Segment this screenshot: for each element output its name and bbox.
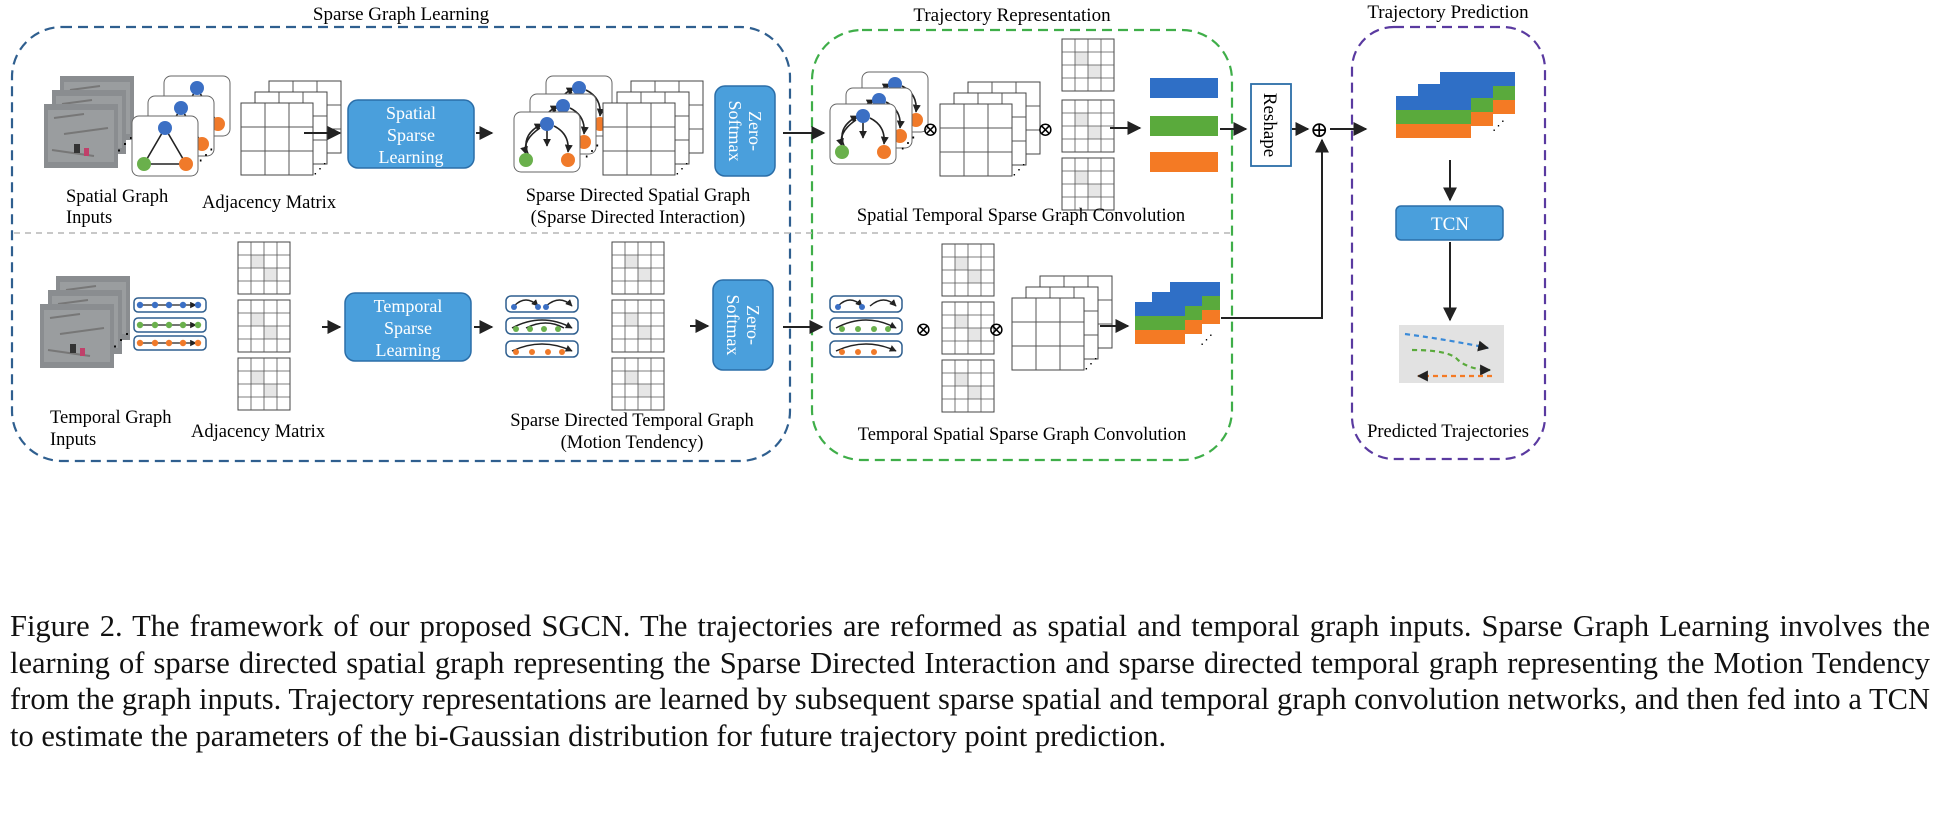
st-small-matrices bbox=[1061, 38, 1115, 211]
temporal-adjacency-matrices bbox=[237, 241, 291, 411]
ts-feature-stack: ⋰ bbox=[1135, 282, 1220, 347]
svg-text:Temporal: Temporal bbox=[374, 296, 443, 316]
temporal-graph-inputs-chains bbox=[133, 297, 207, 351]
svg-text:⋰: ⋰ bbox=[112, 330, 130, 350]
sparse-directed-temporal-matrices bbox=[611, 241, 665, 411]
merge-connector bbox=[1221, 138, 1329, 319]
prediction-feature-stack: ⋰ bbox=[1396, 72, 1515, 138]
otimes-2: ⊗ bbox=[1037, 119, 1054, 141]
svg-text:Sparse: Sparse bbox=[384, 318, 432, 338]
predicted-trajectories-plot bbox=[1399, 325, 1504, 383]
st-matrix: ⋰ bbox=[939, 81, 1041, 178]
sgl-title: Sparse Graph Learning bbox=[313, 4, 490, 25]
svg-text:⋰: ⋰ bbox=[116, 134, 134, 154]
svg-text:Learning: Learning bbox=[379, 147, 444, 167]
spatial-graph-inputs-label-2: Inputs bbox=[66, 208, 112, 228]
sparse-directed-temporal-label: Sparse Directed Temporal Graph bbox=[510, 411, 753, 431]
st-conv-label: Spatial Temporal Sparse Graph Convolutio… bbox=[857, 206, 1185, 226]
spatial-adjacency-matrix: ⋰ bbox=[240, 80, 342, 177]
trajectory-representation-region bbox=[810, 28, 1234, 462]
zero-softmax-block-bottom: Zero- Softmax bbox=[712, 279, 774, 371]
svg-text:⋰: ⋰ bbox=[584, 143, 600, 160]
otimes-4: ⊗ bbox=[988, 319, 1005, 341]
svg-text:⋰: ⋰ bbox=[1492, 118, 1505, 133]
st-directed-graph-cards: ⋰ bbox=[830, 72, 928, 164]
trajectory-prediction-region bbox=[1350, 25, 1547, 461]
sparse-graph-learning-region bbox=[10, 25, 792, 463]
sparse-directed-temporal-label-2: (Motion Tendency) bbox=[561, 433, 704, 453]
svg-text:Reshape: Reshape bbox=[1259, 93, 1280, 157]
st-feature-bars bbox=[1150, 78, 1218, 172]
sparse-directed-spatial-label-2: (Sparse Directed Interaction) bbox=[531, 208, 746, 228]
temporal-adjacency-label: Adjacency Matrix bbox=[191, 422, 326, 442]
spatial-graph-inputs-label: Spatial Graph bbox=[66, 187, 168, 207]
sparse-directed-spatial-graph-cards: ⋰ bbox=[514, 76, 612, 172]
ts-matrix: ⋰ bbox=[1011, 275, 1113, 372]
spatial-adjacency-label: Adjacency Matrix bbox=[202, 193, 337, 213]
svg-text:Zero-: Zero- bbox=[743, 305, 763, 345]
spatial-graph-cards: ⋰ bbox=[131, 75, 231, 177]
tr-title: Trajectory Representation bbox=[913, 5, 1111, 26]
svg-text:⋰: ⋰ bbox=[198, 147, 214, 164]
sparse-directed-spatial-matrix: ⋰ bbox=[602, 80, 704, 177]
ts-directed-chains bbox=[829, 295, 903, 358]
svg-text:TCN: TCN bbox=[1431, 214, 1469, 235]
svg-text:Softmax: Softmax bbox=[725, 101, 745, 162]
predicted-trajectories-label: Predicted Trajectories bbox=[1367, 422, 1529, 442]
temporal-sparse-learning-block: Temporal Sparse Learning bbox=[344, 292, 472, 362]
svg-text:⋰: ⋰ bbox=[900, 135, 916, 152]
svg-text:Zero-: Zero- bbox=[745, 111, 765, 151]
svg-text:⋰: ⋰ bbox=[1200, 332, 1213, 347]
svg-text:⋰: ⋰ bbox=[1084, 357, 1098, 372]
figure-caption: Figure 2. The framework of our proposed … bbox=[10, 609, 1930, 753]
svg-text:Sparse: Sparse bbox=[387, 125, 435, 145]
temporal-graph-inputs-label-2: Inputs bbox=[50, 430, 96, 450]
svg-text:Softmax: Softmax bbox=[723, 295, 743, 356]
svg-text:⋰: ⋰ bbox=[675, 162, 689, 177]
framework-diagram: Sparse Graph Learning Trajectory Represe… bbox=[10, 2, 1547, 463]
reshape-block: Reshape bbox=[1250, 83, 1292, 167]
sparse-directed-temporal-chains bbox=[505, 295, 579, 358]
svg-text:Spatial: Spatial bbox=[386, 103, 436, 123]
temporal-graph-inputs-label: Temporal Graph bbox=[50, 408, 171, 428]
tcn-block: TCN bbox=[1395, 205, 1504, 241]
ts-conv-label: Temporal Spatial Sparse Graph Convolutio… bbox=[858, 425, 1187, 445]
oplus: ⊕ bbox=[1310, 117, 1328, 142]
svg-text:⋰: ⋰ bbox=[313, 162, 327, 177]
temporal-scene-photos: ⋰ bbox=[39, 275, 131, 369]
tp-title: Trajectory Prediction bbox=[1367, 2, 1529, 23]
spatial-sparse-learning-block: Spatial Sparse Learning bbox=[347, 99, 475, 169]
svg-text:⋰: ⋰ bbox=[1012, 163, 1026, 178]
otimes-3: ⊗ bbox=[915, 319, 932, 341]
zero-softmax-block-top: Zero- Softmax bbox=[714, 85, 776, 177]
ts-small-matrices bbox=[941, 243, 995, 413]
otimes-1: ⊗ bbox=[922, 119, 939, 141]
spatial-scene-photos: ⋰ bbox=[43, 75, 135, 169]
sparse-directed-spatial-label: Sparse Directed Spatial Graph bbox=[526, 186, 751, 206]
svg-text:Learning: Learning bbox=[376, 340, 441, 360]
